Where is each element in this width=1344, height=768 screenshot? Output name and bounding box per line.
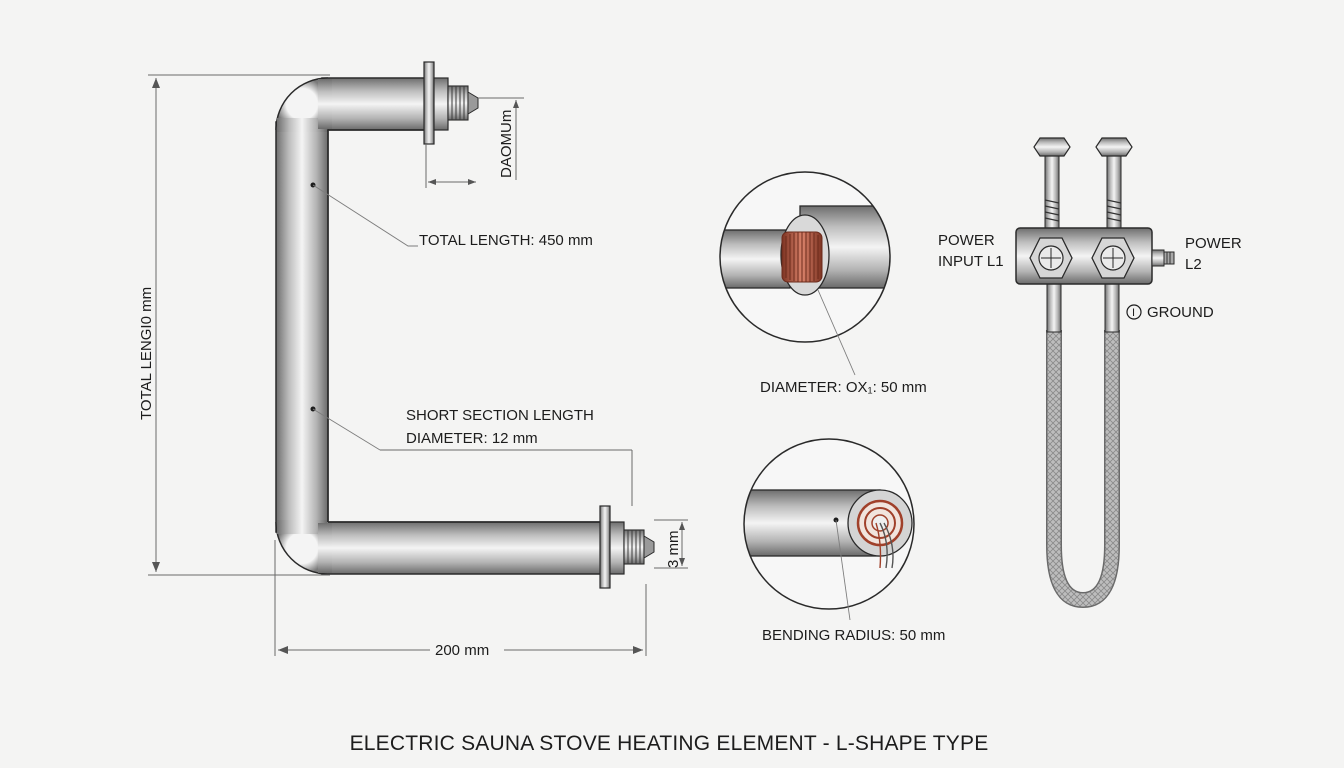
- power-l1-label-line1: POWER: [938, 232, 995, 249]
- top-terminal: [423, 61, 479, 145]
- bending-radius-label: BENDING RADIUS: 50 mm: [762, 627, 945, 644]
- ground-symbol: I: [1132, 307, 1135, 319]
- l-shaped-tube: [275, 77, 605, 575]
- power-l2-label-line1: POWER: [1185, 235, 1242, 252]
- power-l1-label-line2: INPUT L1: [938, 253, 1004, 270]
- power-l2-label-line2: L2: [1185, 256, 1202, 273]
- cross-section-detail-view: [743, 438, 915, 621]
- short-section-label: SHORT SECTION LENGTH: [406, 407, 594, 424]
- coil-detail-view: [719, 171, 891, 376]
- diagram-title: ELECTRIC SAUNA STOVE HEATING ELEMENT - L…: [350, 732, 989, 755]
- bottom-terminal: [599, 505, 655, 589]
- coil-detail-label: DIAMETER: OX₁: 50 mm: [760, 379, 927, 396]
- dimension-lines: [148, 74, 688, 656]
- leader-lines: [312, 184, 418, 451]
- top-dimension-label: DAOMUm: [498, 110, 515, 178]
- bottom-dimension-label: 3 mm: [665, 531, 682, 569]
- total-length-label: TOTAL LENGTH: 450 mm: [419, 232, 593, 249]
- width-dimension-label: 200 mm: [435, 642, 489, 659]
- ground-icon: I: [1126, 304, 1142, 320]
- terminal-block: [1015, 137, 1175, 609]
- ground-label: GROUND: [1147, 304, 1214, 321]
- vertical-total-length-label: TOTAL LENGI0 mm: [138, 287, 155, 420]
- diameter-label: DIAMETER: 12 mm: [406, 430, 538, 447]
